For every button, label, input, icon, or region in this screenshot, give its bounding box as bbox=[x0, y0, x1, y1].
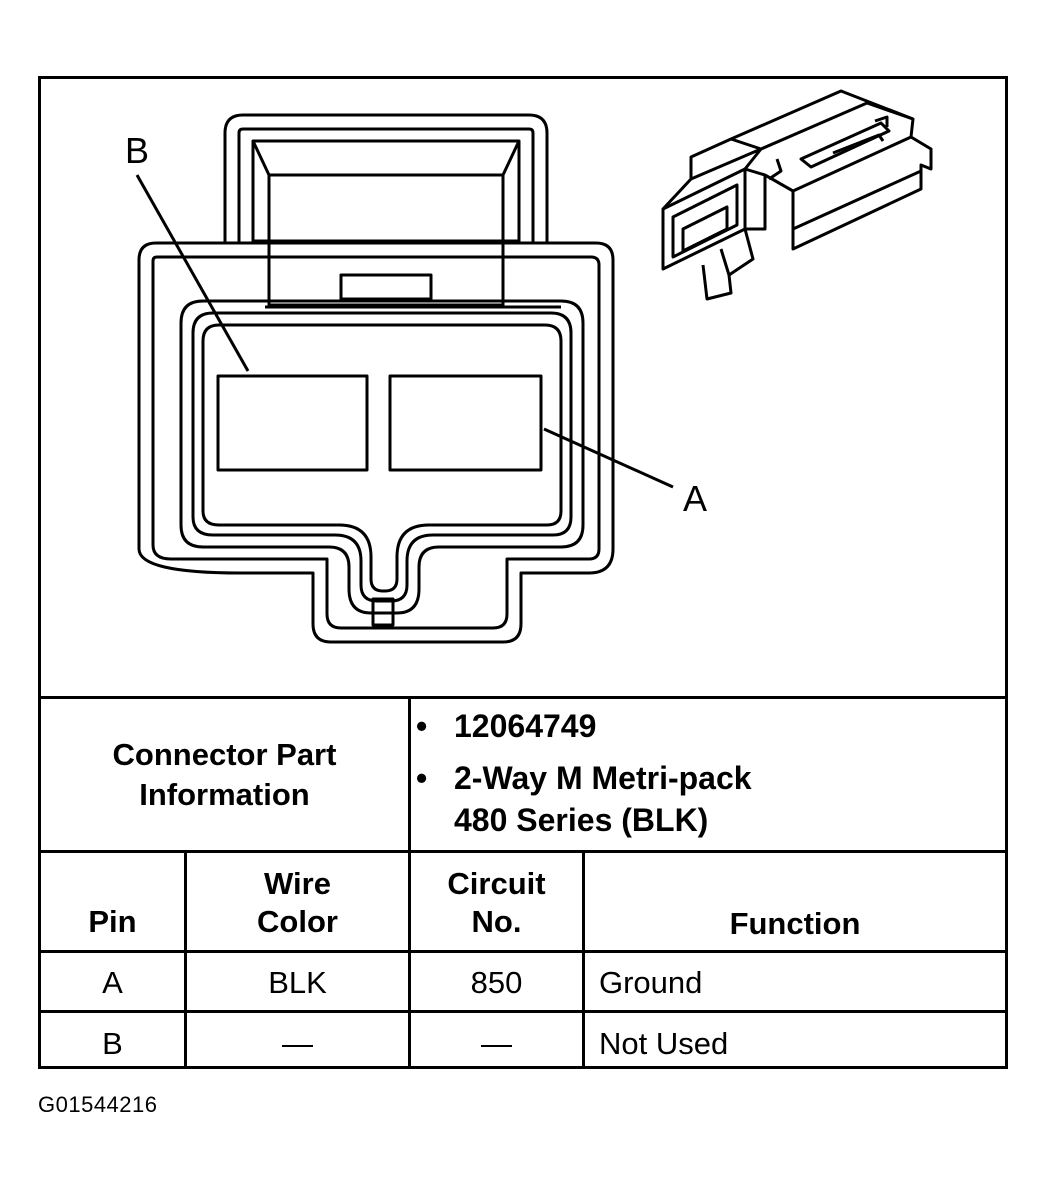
header-wire-color: Wire Color bbox=[257, 866, 338, 939]
header-pin: Pin bbox=[88, 904, 137, 939]
divider-info-table bbox=[41, 850, 1005, 853]
connector-face-view bbox=[135, 113, 674, 644]
row-b-function: Not Used bbox=[599, 1026, 729, 1061]
row-b-wire-color: — bbox=[282, 1026, 313, 1061]
column-divider-info bbox=[408, 696, 411, 1066]
header-circuit-no: Circuit No. bbox=[447, 866, 546, 939]
row-a-function: Ground bbox=[599, 965, 703, 1000]
divider-row-a-b bbox=[41, 1010, 1005, 1013]
row-a-circuit: 850 bbox=[470, 965, 523, 1000]
figure-id: G01544216 bbox=[38, 1092, 158, 1117]
row-b-pin: B bbox=[102, 1026, 123, 1061]
row-a-pin: A bbox=[102, 965, 123, 1000]
part-number-item: • 12064749 bbox=[416, 705, 996, 747]
connector-part-info-label: Connector Part Information bbox=[41, 699, 408, 850]
part-number: 12064749 bbox=[454, 708, 597, 744]
pin-b-callout: B bbox=[125, 130, 149, 171]
cavity-b bbox=[216, 374, 369, 472]
label-line-1: Connector Part bbox=[112, 736, 337, 772]
connector-type-item: • 2-Way M Metri-pack 480 Series (BLK) bbox=[416, 757, 996, 841]
label-line-2: Information bbox=[139, 776, 310, 812]
divider-drawing-info bbox=[41, 696, 1005, 699]
connector-sheet: B A Connector Part Information • 1206474… bbox=[38, 76, 1008, 1069]
connector-part-details: • 12064749 • 2-Way M Metri-pack 480 Seri… bbox=[416, 705, 996, 841]
pin-a-callout: A bbox=[683, 478, 707, 519]
header-function: Function bbox=[729, 906, 861, 941]
connector-drawing: B A bbox=[125, 89, 933, 644]
connector-type: 2-Way M Metri-pack 480 Series (BLK) bbox=[454, 760, 752, 838]
column-divider-circuit bbox=[582, 850, 585, 1066]
column-divider-pin bbox=[184, 850, 187, 1066]
connector-isometric-icon bbox=[661, 89, 933, 301]
row-a-wire-color: BLK bbox=[268, 965, 327, 1000]
cavity-a bbox=[388, 374, 543, 472]
row-b-circuit: — bbox=[481, 1026, 512, 1061]
divider-header-rows bbox=[41, 950, 1005, 953]
